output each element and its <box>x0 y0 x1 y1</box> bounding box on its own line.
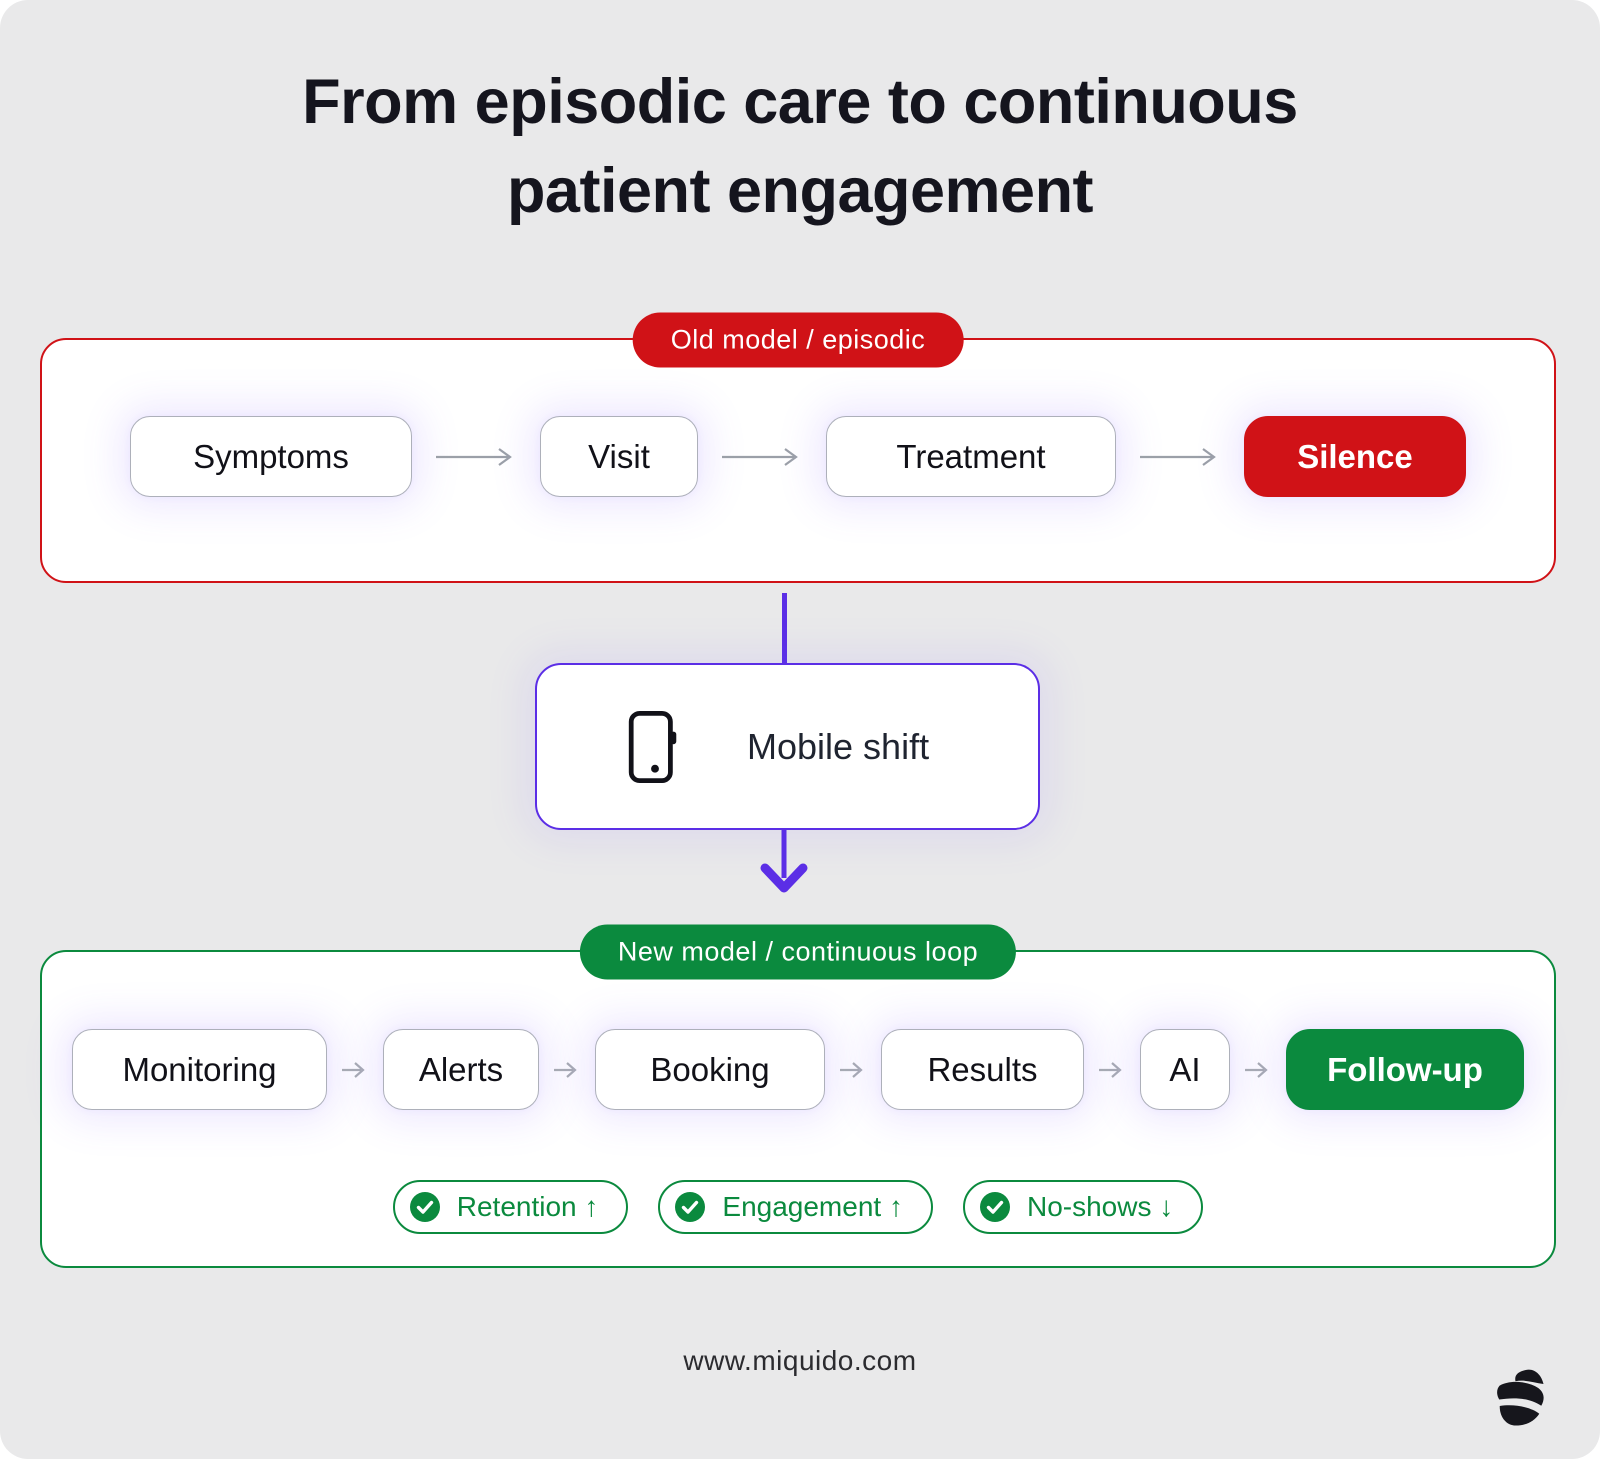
metric-engagement: Engagement ↑ <box>658 1180 933 1234</box>
arrow-right-icon <box>342 1061 365 1078</box>
smartphone-icon <box>628 710 677 783</box>
arrow-right-icon <box>1245 1061 1268 1078</box>
flow-step-ai: AI <box>1140 1029 1230 1110</box>
arrow-right-icon <box>1099 1061 1122 1078</box>
metric-no-shows: No-shows ↓ <box>962 1180 1204 1234</box>
arrow-right-icon <box>840 1061 863 1078</box>
flow-step-visit: Visit <box>540 416 698 497</box>
arrow-right-icon <box>1140 447 1216 466</box>
miquido-logo-icon <box>1497 1369 1544 1426</box>
footer-url: www.miquido.com <box>683 1345 917 1376</box>
arrow-right-icon <box>436 447 512 466</box>
check-circle-icon <box>675 1192 706 1222</box>
flow-step-monitoring: Monitoring <box>72 1029 327 1110</box>
check-circle-icon <box>409 1192 440 1222</box>
flow-step-follow-up: Follow-up <box>1286 1029 1524 1110</box>
flow-step-booking: Booking <box>595 1029 825 1110</box>
page-title: From episodic care to continuous patient… <box>302 67 1298 227</box>
new-model-flow: Monitoring Alerts Booking Results AI <box>42 1029 1554 1110</box>
mobile-shift-card: Mobile shift <box>535 663 1040 830</box>
old-model-section: Old model / episodic Symptoms Visit Trea… <box>40 312 1556 583</box>
old-model-badge: Old model / episodic <box>632 312 964 368</box>
flow-step-silence: Silence <box>1244 416 1466 497</box>
new-model-section: New model / continuous loop Monitoring A… <box>40 924 1556 1268</box>
old-model-flow: Symptoms Visit Treatment Silence <box>42 416 1554 497</box>
metric-label: No-shows ↓ <box>1026 1191 1174 1222</box>
arrow-right-icon <box>554 1061 577 1078</box>
connector-line <box>782 593 787 667</box>
metric-label: Engagement ↑ <box>722 1191 903 1222</box>
check-circle-icon <box>979 1192 1010 1222</box>
flow-step-results: Results <box>881 1029 1084 1110</box>
arrow-down-icon <box>760 830 808 893</box>
metric-retention: Retention ↑ <box>392 1180 629 1234</box>
metric-label: Retention ↑ <box>456 1191 599 1222</box>
arrow-right-icon <box>722 447 798 466</box>
flow-step-symptoms: Symptoms <box>130 416 412 497</box>
flow-step-treatment: Treatment <box>826 416 1116 497</box>
new-model-badge: New model / continuous loop <box>579 924 1017 980</box>
flow-step-alerts: Alerts <box>383 1029 539 1110</box>
mobile-shift-label: Mobile shift <box>747 725 930 767</box>
metrics-row: Retention ↑ Engagement ↑ No-shows ↓ <box>42 1180 1554 1234</box>
